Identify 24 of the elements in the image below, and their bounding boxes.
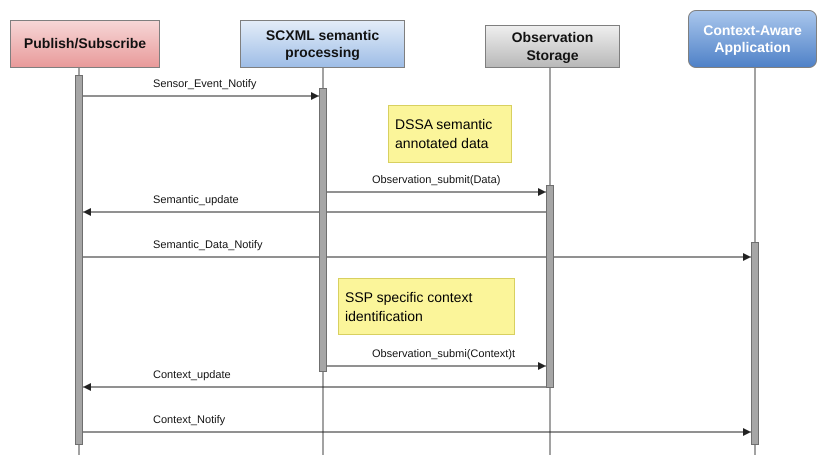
participant-box: SCXML semantic processing <box>240 20 405 68</box>
edge-label: Observation_submit(Data) <box>372 174 500 186</box>
activation-bar <box>75 75 83 445</box>
edge-label: Observation_submi(Context)t <box>372 348 516 360</box>
message-arrow <box>82 428 752 436</box>
activation-bar <box>751 242 759 445</box>
participant-box: Context-Aware Application <box>688 10 817 68</box>
note-box: SSP specific context identification <box>338 278 515 335</box>
message-arrow <box>82 208 546 216</box>
message-arrow <box>82 383 546 391</box>
edge-label: Context_update <box>153 369 231 381</box>
edge-label: Context_Notify <box>153 414 226 426</box>
edge-label: Semantic_update <box>153 194 239 206</box>
message-arrow <box>82 92 320 100</box>
activation-bar <box>319 88 327 372</box>
edge-label: Sensor_Event_Notify <box>153 78 256 90</box>
participant-box: Publish/Subscribe <box>10 20 160 68</box>
message-arrow <box>82 253 752 261</box>
edge-label: Semantic_Data_Notify <box>153 239 262 251</box>
note-box: DSSA semantic annotated data <box>388 105 512 163</box>
activation-bar <box>546 185 554 388</box>
message-arrow <box>326 188 546 196</box>
message-arrow <box>326 362 546 370</box>
participant-box: Observation Storage <box>485 25 620 68</box>
